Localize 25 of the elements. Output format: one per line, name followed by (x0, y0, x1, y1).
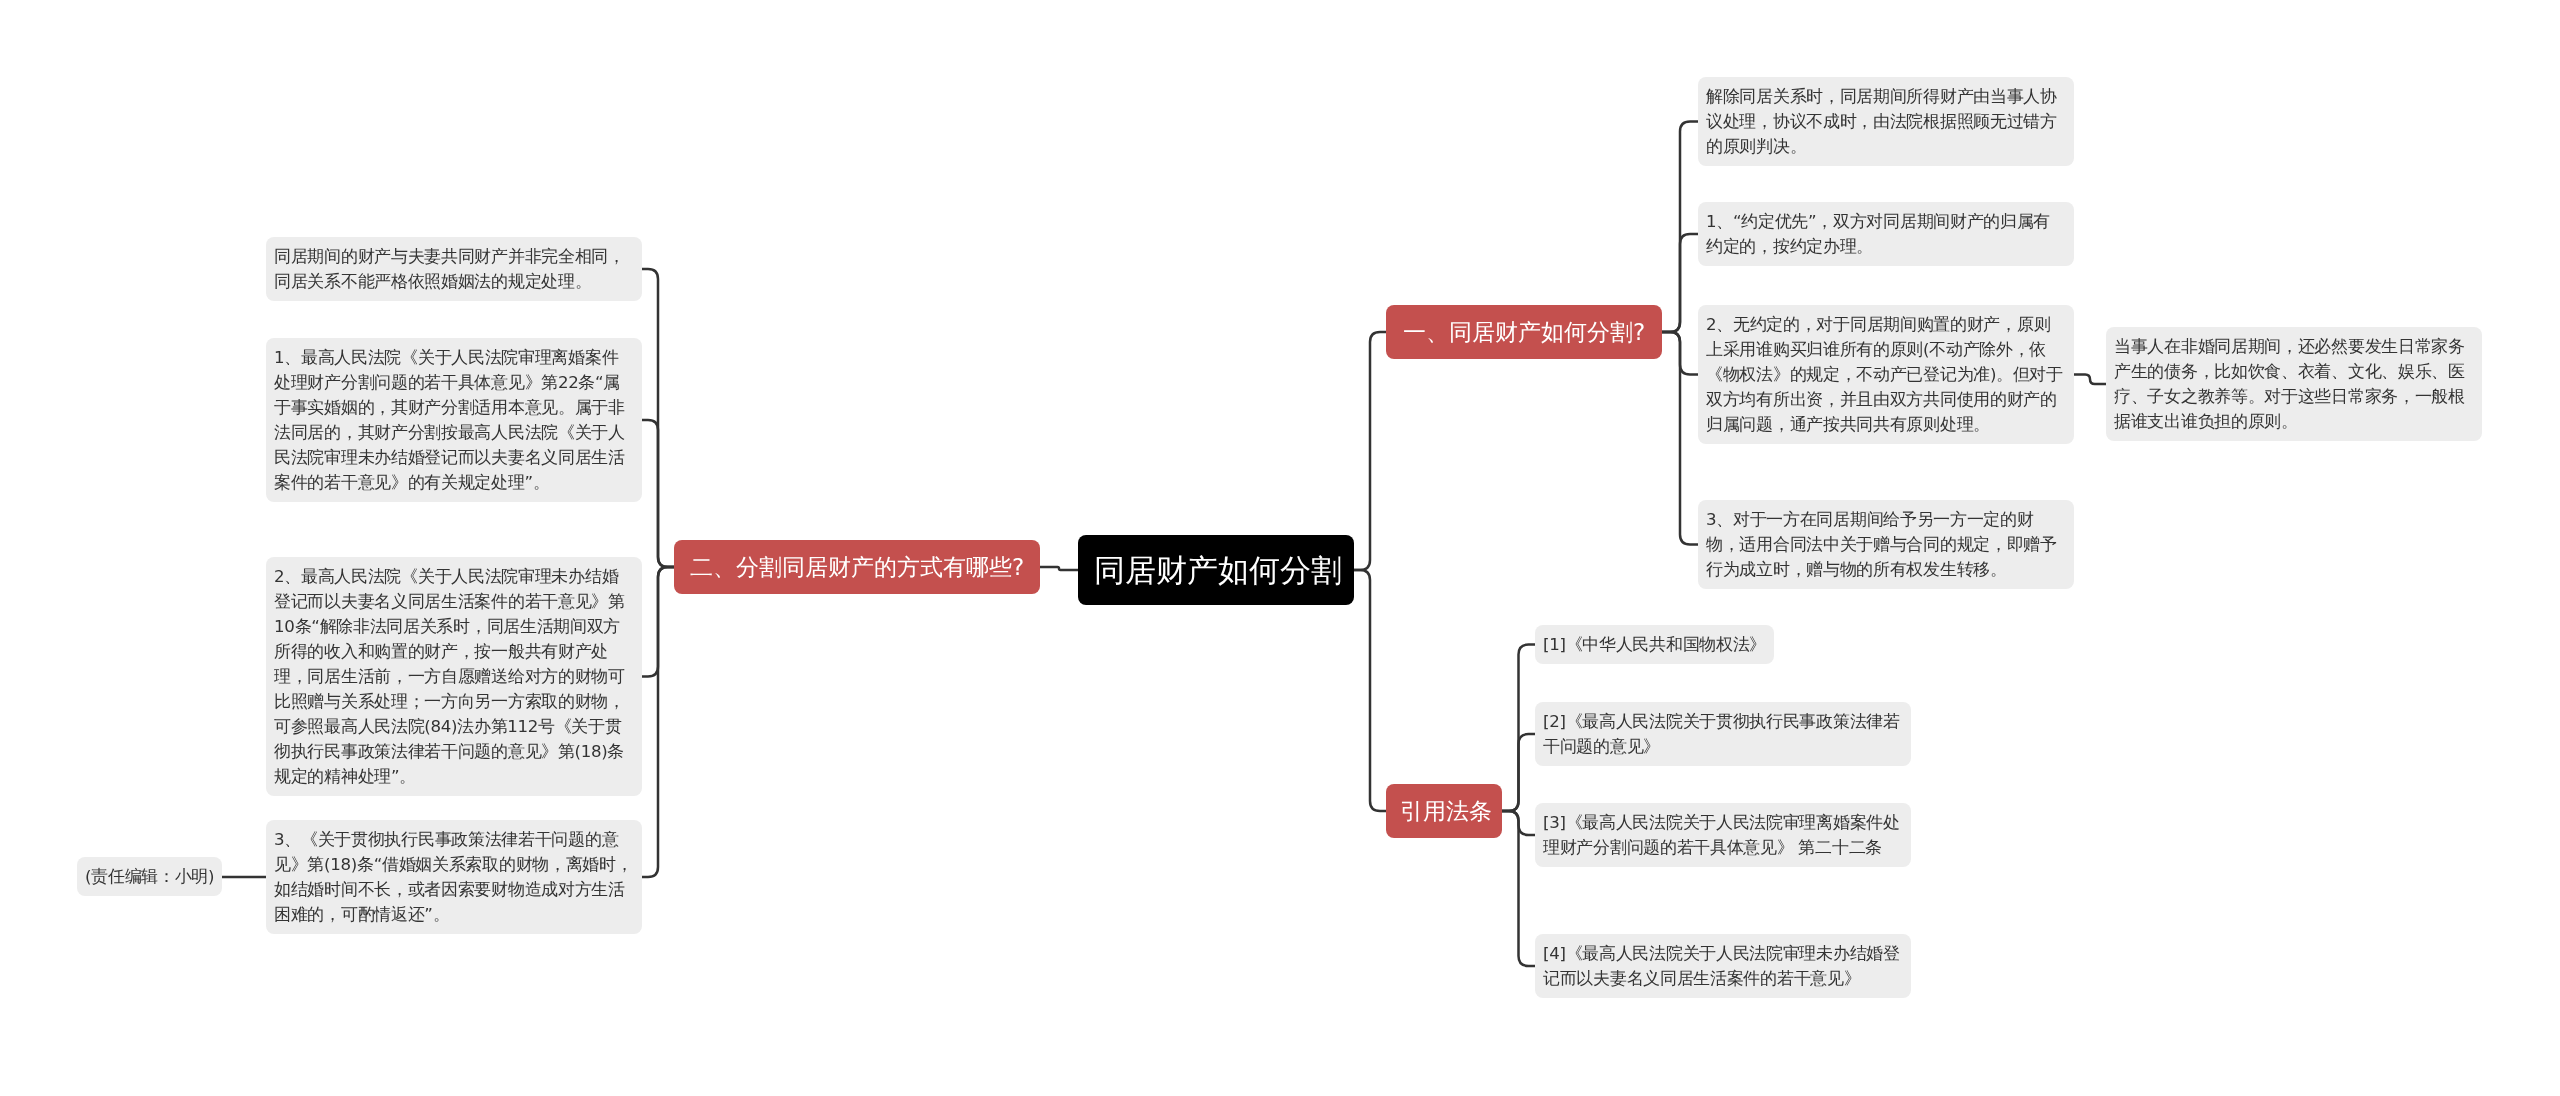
text-box: 同居期间的财产与夫妻共同财产并非完全相同，同居关系不能严格依照婚姻法的规定处理。 (266, 237, 642, 301)
text-box: [2]《最高人民法院关于贯彻执行民事政策法律若干问题的意见》 (1535, 702, 1911, 766)
text-box: 2、无约定的，对于同居期间购置的财产，原则上采用谁购买归谁所有的原则(不动产除外，依《物权法》的规定，不动产已登记为准)。但对于双方均有所出资，并且由双方共同使用的财产的归属问题，通产按共同共有原则处理。 (1698, 305, 2074, 444)
text-box: 3、《关于贯彻执行民事政策法律若干问题的意见》第(18)条“借婚姻关系索取的财物，离婚时，如结婚时间不长，或者因索要财物造成对方生活困难的，可酌情返还”。 (266, 820, 642, 934)
text-box: [3]《最高人民法院关于人民法院审理离婚案件处理财产分割问题的若干具体意见》 第二十二条 (1535, 803, 1911, 867)
text-box: 1、“约定优先”，双方对同居期间财产的归属有约定的，按约定办理。 (1698, 202, 2074, 266)
text-box: 3、对于一方在同居期间给予另一方一定的财物，适用合同法中关于赠与合同的规定，即赠予行为成立时，赠与物的所有权发生转移。 (1698, 500, 2074, 589)
connector-line (2074, 373, 2106, 386)
text-box: 解除同居关系时，同居期间所得财产由当事人协议处理，协议不成时，由法院根据照顾无过错方的原则判决。 (1698, 77, 2074, 166)
branch-topic-box: 二、分割同居财产的方式有哪些? (674, 540, 1040, 594)
connector-line (1662, 330, 1698, 546)
text-box: [4]《最高人民法院关于人民法院审理未办结婚登记而以夫妻名义同居生活案件的若干意见》 (1535, 934, 1911, 998)
connector-line (1040, 565, 1078, 572)
text-box: (责任编辑：小明) (77, 857, 223, 896)
connector-line (642, 565, 674, 879)
text-box: 当事人在非婚同居期间，还必然要发生日常家务产生的债务，比如饮食、衣着、文化、娱乐、医疗、子女之教养等。对于这些日常家务，一般根据谁支出谁负担的原则。 (2106, 327, 2482, 441)
text-box: 2、最高人民法院《关于人民法院审理未办结婚登记而以夫妻名义同居生活案件的若干意见》第10条“解除非法同居关系时，同居生活期间双方所得的收入和购置的财产，按一般共有财产处理，同居生活前，一方自愿赠送给对方的财物可比照赠与关系处理；一方向另一方索取的财物，可参照最高人民法院(84)法办第112号《关于贯彻执行民事政策法律若干问题的意见》第(18)条规定的精神处理”。 (266, 557, 642, 796)
text-box: [1]《中华人民共和国物权法》 (1535, 625, 1774, 664)
text-box: 1、最高人民法院《关于人民法院审理离婚案件处理财产分割问题的若干具体意见》第22条“属于事实婚姻的，其财产分割适用本意见。属于非法同居的，其财产分割按最高人民法院《关于人民法院审理未办结婚登记而以夫妻名义同居生活案件的若干意见》的有关规定处理”。 (266, 338, 642, 502)
connector-line (1354, 568, 1386, 813)
connector-line (1502, 809, 1535, 968)
branch-topic-box: 一、同居财产如何分割? (1386, 305, 1662, 359)
connector-line (222, 875, 266, 879)
branch-topic-box: 引用法条 (1386, 784, 1502, 838)
central-topic-box: 同居财产如何分割 (1078, 535, 1354, 605)
